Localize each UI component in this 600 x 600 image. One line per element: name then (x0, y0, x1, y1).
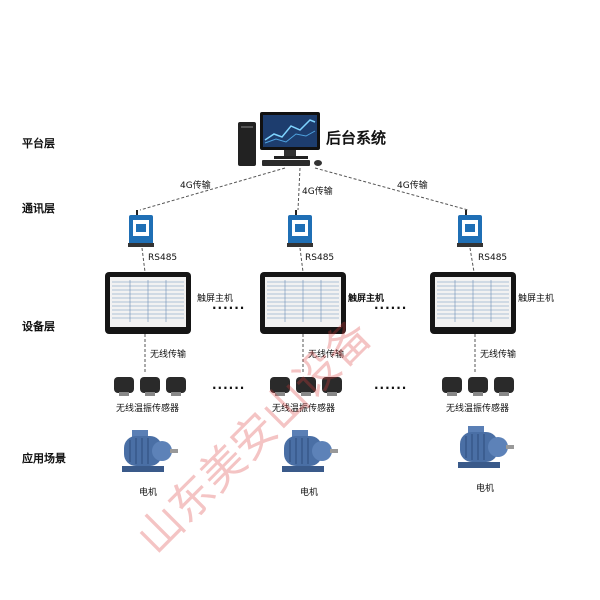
link-gw1-host1 (141, 247, 146, 273)
wireless-tx-label-3: 无线传输 (480, 350, 517, 360)
link-gw2-host2 (299, 247, 304, 273)
wireless-tx-label-2: 无线传输 (308, 350, 345, 360)
backend-computer-icon (236, 112, 326, 168)
ellipsis-sensors-1: ...... (212, 378, 246, 392)
link-backend-gw1 (139, 167, 286, 211)
ellipsis-sensors-2: ...... (374, 378, 408, 392)
rs485-label-1: RS485 (148, 253, 178, 263)
gateway-2-icon (285, 210, 315, 248)
touch-host-2-icon (260, 272, 346, 334)
motor-1-icon (114, 424, 178, 474)
motor-label-1: 电机 (139, 488, 158, 498)
ellipsis-hosts-2: ...... (374, 298, 408, 312)
touch-host-3-icon (430, 272, 516, 334)
layer-platform: 平台层 (22, 137, 55, 150)
link-4g-label-3: 4G传输 (397, 181, 428, 191)
motor-3-icon (450, 420, 514, 470)
layer-application: 应用场景 (22, 452, 66, 465)
wireless-tx-label-1: 无线传输 (150, 350, 187, 360)
motor-label-3: 电机 (476, 484, 495, 494)
rs485-label-2: RS485 (305, 253, 335, 263)
rs485-label-3: RS485 (478, 253, 508, 263)
gateway-3-icon (455, 210, 485, 248)
ellipsis-hosts-1: ...... (212, 298, 246, 312)
motor-2-icon (274, 424, 338, 474)
touch-host-1-icon (105, 272, 191, 334)
gateway-1-icon (126, 210, 156, 248)
touch-host-label-2: 触屏主机 (348, 294, 385, 304)
sensor-label-2: 无线温振传感器 (272, 404, 336, 414)
layer-device: 设备层 (22, 320, 55, 333)
motor-label-2: 电机 (300, 488, 319, 498)
layer-communication: 通讯层 (22, 202, 55, 215)
link-4g-label-2: 4G传输 (302, 187, 333, 197)
touch-host-label-1: 触屏主机 (197, 294, 234, 304)
sensor-group-1-icon (112, 374, 188, 398)
sensor-group-2-icon (268, 374, 344, 398)
touch-host-label-3: 触屏主机 (518, 294, 555, 304)
link-backend-gw3 (314, 167, 469, 211)
sensor-label-3: 无线温振传感器 (446, 404, 510, 414)
link-gw3-host3 (469, 247, 475, 273)
sensor-label-1: 无线温振传感器 (116, 404, 180, 414)
link-4g-label-1: 4G传输 (180, 181, 211, 191)
backend-title: 后台系统 (326, 129, 387, 147)
sensor-group-3-icon (440, 374, 516, 398)
link-backend-gw2 (297, 167, 301, 211)
